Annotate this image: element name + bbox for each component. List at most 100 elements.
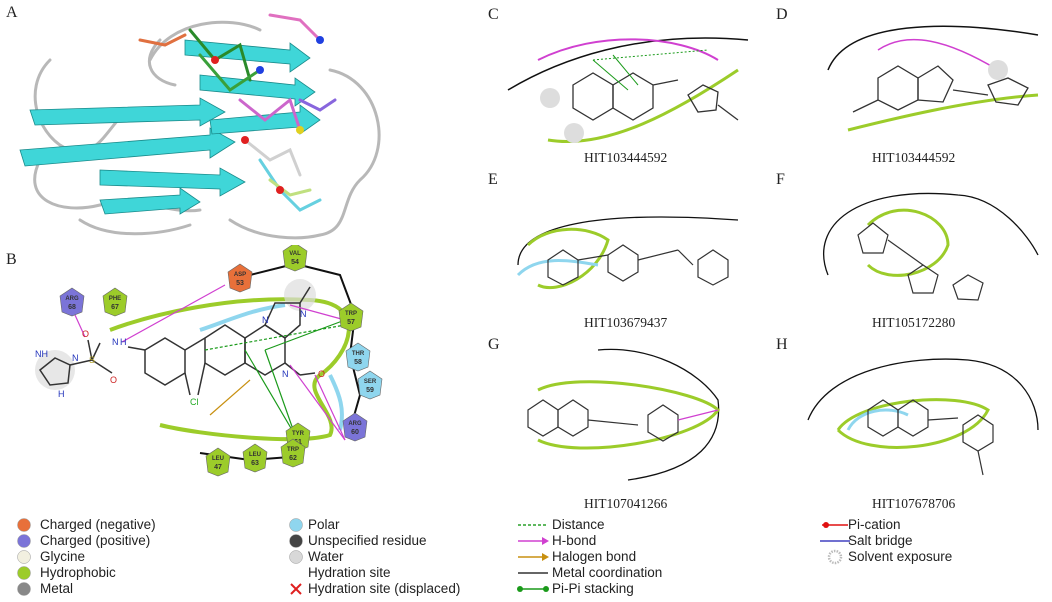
residue-number: 57 bbox=[347, 319, 355, 326]
legend-label: Metal bbox=[40, 581, 74, 596]
salt-bridge-icon bbox=[818, 533, 852, 554]
atom-n2: N bbox=[262, 315, 269, 325]
panel-b-residues: ARG68PHE67ASP53VAL54TRP57THR58SER59ARG60… bbox=[59, 245, 383, 477]
panel-label-h: H bbox=[776, 336, 788, 353]
legend-label: Metal coordination bbox=[552, 565, 663, 580]
residue-number: 67 bbox=[111, 304, 119, 311]
legend-label: Hydration site (displaced) bbox=[308, 581, 461, 596]
panel-c: C HIT103444592 bbox=[478, 0, 768, 165]
residue-name: ARG bbox=[65, 296, 79, 302]
residue-leu47: LEU 47 bbox=[205, 447, 231, 477]
legend: Charged (negative)Charged (positive)Glyc… bbox=[0, 508, 1052, 596]
panel-b-interaction: B bbox=[0, 245, 410, 485]
panel-f-diagram bbox=[823, 192, 1039, 301]
atom-h1: H bbox=[58, 389, 65, 399]
legend-label: Salt bridge bbox=[848, 533, 913, 548]
residue-number: 63 bbox=[251, 460, 259, 467]
residue-phe67: PHE 67 bbox=[102, 287, 128, 317]
panel-label-b: B bbox=[6, 251, 17, 268]
atom-n1: N bbox=[72, 353, 79, 363]
residue-name: THR bbox=[352, 351, 365, 357]
water-icon bbox=[286, 549, 308, 570]
caption-e: HIT103679437 bbox=[584, 315, 668, 330]
panel-label-d: D bbox=[776, 6, 788, 23]
residue-name: TRP bbox=[345, 311, 357, 317]
atom-nh2: H bbox=[120, 337, 127, 347]
residue-number: 68 bbox=[68, 304, 76, 311]
residue-number: 59 bbox=[366, 387, 374, 394]
charged-negative-icon bbox=[14, 517, 36, 538]
legend-label: Charged (positive) bbox=[40, 533, 151, 548]
residue-asp53: ASP 53 bbox=[227, 263, 253, 293]
panel-h-diagram bbox=[807, 358, 1039, 476]
legend-label: Hydration site bbox=[308, 565, 391, 580]
legend-label: Charged (negative) bbox=[40, 517, 156, 532]
glycine-icon bbox=[14, 549, 36, 570]
residue-thr58: THR 58 bbox=[345, 342, 371, 372]
legend-label: Glycine bbox=[40, 549, 86, 564]
atom-n5: N bbox=[112, 337, 119, 347]
residue-trp57: TRP 57 bbox=[338, 302, 364, 332]
legend-label: Water bbox=[308, 549, 344, 564]
residue-name: PHE bbox=[109, 296, 121, 302]
legend-label: Halogen bond bbox=[552, 549, 637, 564]
atom-n4: N bbox=[282, 369, 289, 379]
legend-label: Distance bbox=[552, 517, 605, 532]
atom-n3: N bbox=[300, 309, 307, 319]
residue-name: TYR bbox=[292, 431, 305, 437]
panel-label-a: A bbox=[6, 4, 18, 21]
panel-label-c: C bbox=[488, 6, 499, 23]
legend-label: Polar bbox=[308, 517, 340, 532]
panel-e-diagram bbox=[516, 216, 739, 290]
residue-number: 53 bbox=[236, 280, 244, 287]
residue-name: SER bbox=[364, 379, 377, 385]
atom-nh: NH bbox=[35, 349, 48, 359]
panel-label-g: G bbox=[488, 336, 500, 353]
legend-label: Pi-cation bbox=[848, 517, 901, 532]
unspecified-residue-icon bbox=[286, 533, 308, 554]
halogen-bond-icon bbox=[516, 549, 550, 570]
legend-label: Unspecified residue bbox=[308, 533, 427, 548]
panel-f: F HIT105172280 bbox=[768, 165, 1052, 330]
caption-d: HIT103444592 bbox=[872, 150, 956, 165]
residue-number: 60 bbox=[351, 429, 359, 436]
residue-arg68: ARG 68 bbox=[59, 287, 85, 317]
legend-label: H-bond bbox=[552, 533, 597, 548]
panel-g-diagram bbox=[527, 348, 720, 481]
atom-cl: Cl bbox=[190, 397, 199, 407]
metal-coordination-icon bbox=[516, 565, 550, 586]
panel-d: D HIT103444592 bbox=[768, 0, 1052, 165]
pi-pi-stacking-icon bbox=[516, 581, 550, 602]
residue-number: 58 bbox=[354, 359, 362, 366]
hydrophobic-icon bbox=[14, 565, 36, 586]
residue-name: ARG bbox=[348, 421, 362, 427]
h-bond-icon bbox=[516, 533, 550, 554]
residue-number: 47 bbox=[214, 464, 222, 471]
protein-3d-render bbox=[19, 13, 381, 240]
caption-c: HIT103444592 bbox=[584, 150, 668, 165]
legend-label: Solvent exposure bbox=[848, 549, 953, 564]
residue-name: LEU bbox=[212, 456, 224, 462]
panel-label-e: E bbox=[488, 171, 498, 188]
residue-val54: VAL 54 bbox=[282, 245, 308, 272]
atom-o1: O bbox=[82, 329, 89, 339]
pi-cation-icon bbox=[818, 517, 852, 538]
caption-f: HIT105172280 bbox=[872, 315, 956, 330]
residue-name: TRP bbox=[287, 447, 299, 453]
panel-c-diagram bbox=[507, 37, 749, 143]
panel-e: E HIT103679437 bbox=[478, 165, 768, 330]
residue-name: ASP bbox=[234, 272, 246, 278]
residue-arg60: ARG 60 bbox=[342, 412, 368, 442]
panel-d-diagram bbox=[827, 25, 1039, 132]
panel-label-f: F bbox=[776, 171, 785, 188]
residue-number: 54 bbox=[291, 259, 299, 266]
residue-name: VAL bbox=[289, 251, 301, 257]
panel-h: H HIT107678706 bbox=[768, 330, 1052, 511]
caption-h: HIT107678706 bbox=[872, 496, 956, 511]
solvent-exposure-icon bbox=[818, 549, 852, 570]
caption-g: HIT107041266 bbox=[584, 496, 668, 511]
atom-s: S bbox=[89, 355, 95, 365]
residue-ser59: SER 59 bbox=[357, 370, 383, 400]
legend-label: Hydrophobic bbox=[40, 565, 116, 580]
